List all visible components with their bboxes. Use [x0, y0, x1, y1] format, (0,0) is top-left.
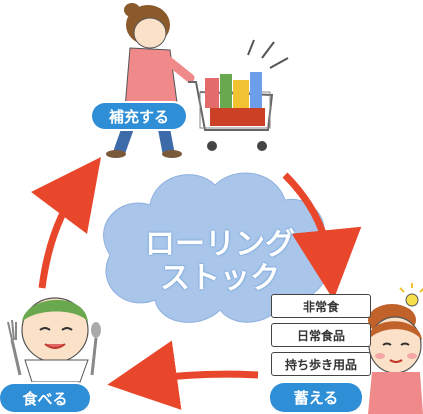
cloud-title-line2: ストック — [160, 261, 280, 296]
shopper-illustration — [106, 3, 289, 158]
thinking-girl-illustration — [368, 283, 423, 414]
label-replenish: 補充する — [92, 103, 186, 129]
cycle-arrows — [31, 156, 362, 410]
cloud-title: ローリング ストック — [120, 228, 320, 296]
eating-child-illustration — [7, 297, 101, 383]
label-store: 蓄える — [270, 383, 362, 412]
label-eat: 食べる — [0, 384, 90, 412]
arrow-eat-to-replenish — [31, 156, 101, 289]
stock-item-carry-goods: 持ち歩き用品 — [271, 352, 371, 376]
stock-item-daily-food: 日常食品 — [271, 323, 371, 347]
cloud-title-line1: ローリング — [145, 227, 295, 262]
arrow-replenish-to-store — [282, 172, 362, 300]
stock-item-emergency-food: 非常食 — [271, 294, 371, 318]
arrow-store-to-eat — [107, 340, 259, 410]
